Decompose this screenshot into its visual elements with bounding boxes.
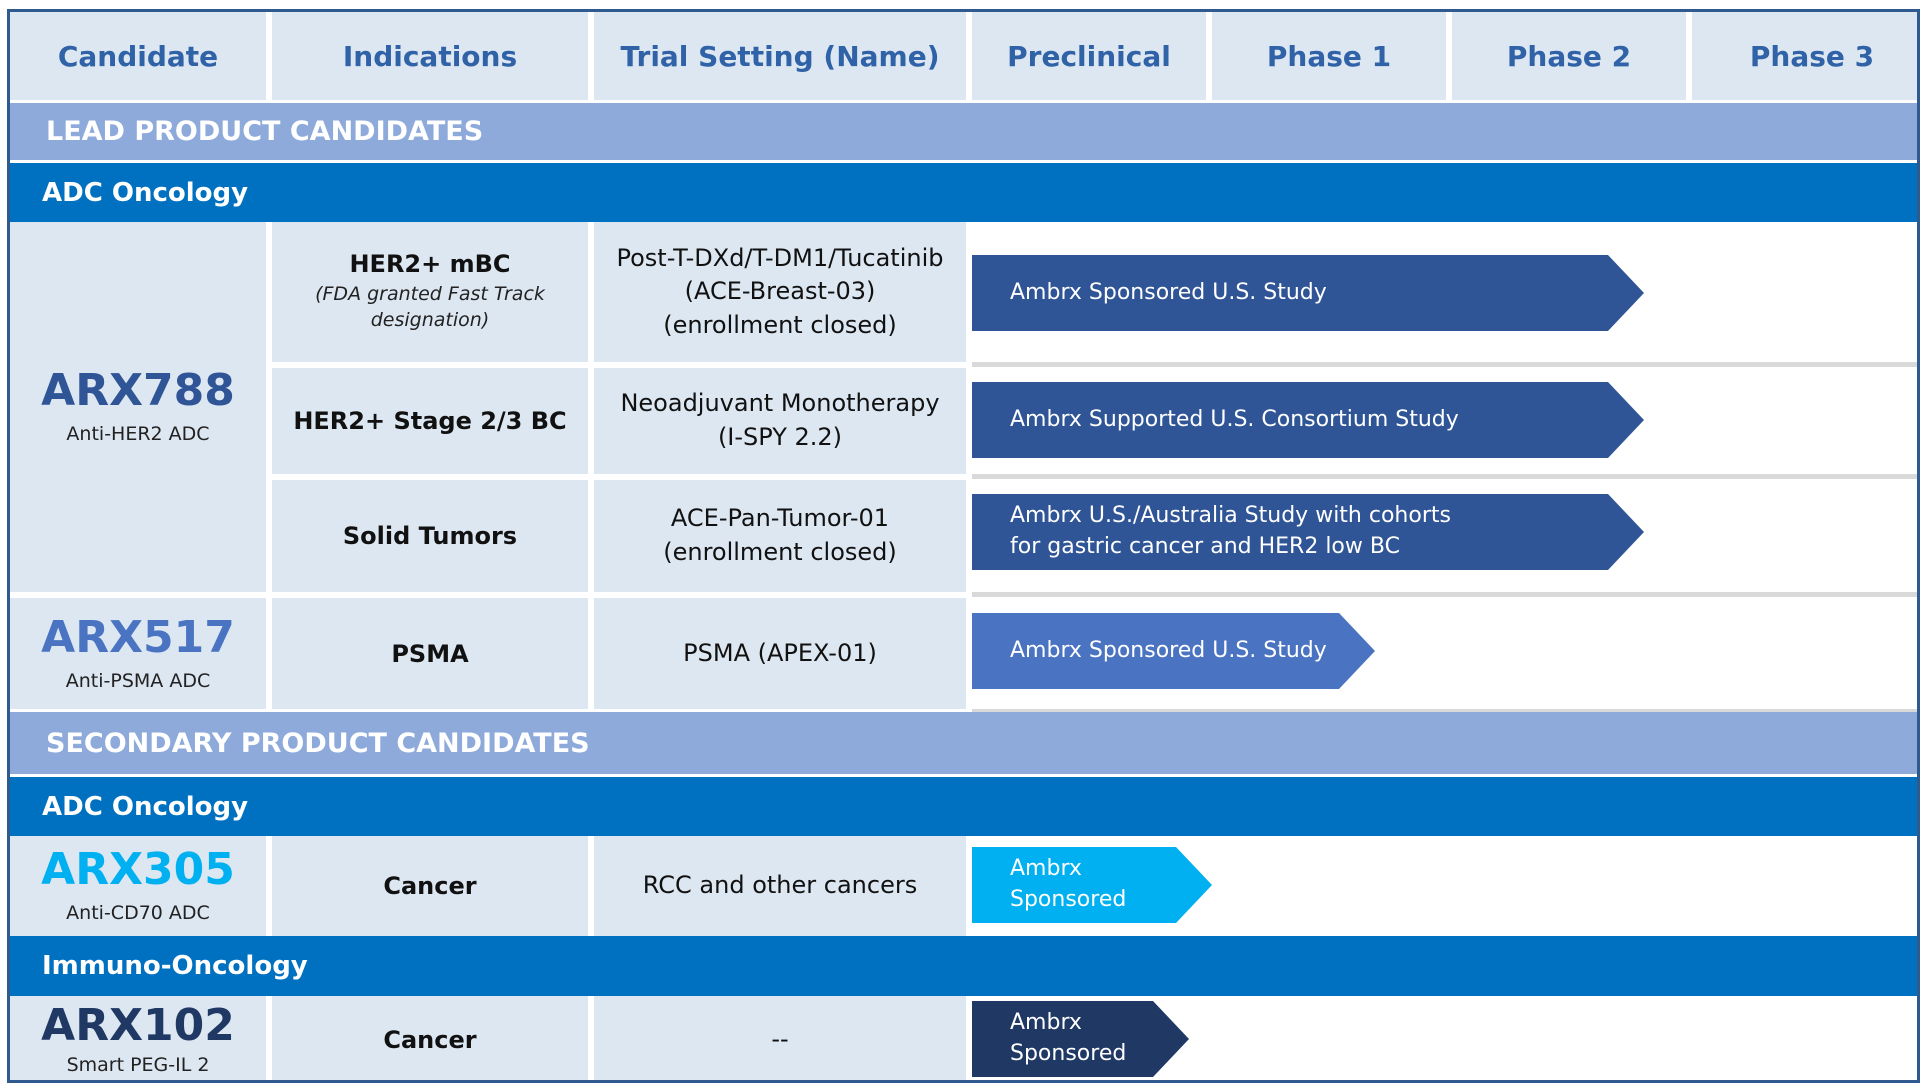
candidate-arx517-name: ARX517 (41, 611, 235, 663)
category-adc-oncology-1-label: ADC Oncology (42, 177, 249, 208)
indication-her2-mbc-note-1: (FDA granted Fast Track (315, 283, 545, 306)
candidate-arx517: ARX517 Anti-PSMA ADC (10, 598, 266, 709)
trial-arx102-line-1: -- (771, 1024, 789, 1053)
trial-her2-stage-line-1: Neoadjuvant Monotherapy (620, 389, 940, 418)
indication-her2-mbc-note-2: designation) (370, 309, 490, 331)
progress-bar-arx102: Ambrx Sponsored (972, 1001, 1189, 1077)
progress-bar-solid-tumors-label-1: Ambrx U.S./Australia Study with cohorts (1010, 503, 1451, 529)
progress-bar-arx102-label-1: Ambrx (1010, 1010, 1082, 1036)
progress-bar-solid-tumors-label-2: for gastric cancer and HER2 low BC (1010, 534, 1400, 559)
category-adc-oncology-2: ADC Oncology (10, 777, 1917, 836)
progress-bar-psma: Ambrx Sponsored U.S. Study (972, 613, 1375, 689)
indication-her2-stage-label: HER2+ Stage 2/3 BC (293, 407, 567, 435)
category-immuno-oncology-label: Immuno-Oncology (42, 951, 308, 981)
progress-bar-solid-tumors: Ambrx U.S./Australia Study with cohorts … (972, 494, 1644, 570)
header-trial-setting: Trial Setting (Name) (594, 12, 966, 100)
trial-her2-mbc-line-1: Post-T-DXd/T-DM1/Tucatinib (616, 243, 944, 272)
indication-arx102-cancer-label: Cancer (383, 1025, 477, 1054)
header-phase-3: Phase 3 (1692, 12, 1917, 100)
header-phase-2: Phase 2 (1452, 12, 1686, 100)
progress-bar-her2-mbc-label: Ambrx Sponsored U.S. Study (1010, 279, 1327, 305)
pipeline-table: Candidate Indications Trial Setting (Nam… (7, 9, 1920, 1083)
section-secondary-label: SECONDARY PRODUCT CANDIDATES (46, 727, 590, 759)
trial-solid-tumors-line-1: ACE-Pan-Tumor-01 (670, 504, 890, 533)
trial-her2-mbc: Post-T-DXd/T-DM1/Tucatinib (ACE-Breast-0… (594, 222, 966, 362)
progress-bar-arx102-label-2: Sponsored (1010, 1041, 1127, 1066)
trial-solid-tumors: ACE-Pan-Tumor-01 (enrollment closed) (594, 480, 966, 592)
category-immuno-oncology: Immuno-Oncology (10, 936, 1917, 996)
trial-her2-mbc-line-3: (enrollment closed) (663, 310, 897, 339)
candidate-arx305-name: ARX305 (41, 844, 235, 895)
indication-psma: PSMA (272, 598, 588, 709)
trial-psma-line-1: PSMA (APEX-01) (683, 638, 877, 667)
category-adc-oncology-1: ADC Oncology (10, 163, 1917, 222)
header-candidate: Candidate (10, 12, 266, 100)
progress-bar-arx305: Ambrx Sponsored (972, 847, 1212, 923)
progress-bar-her2-stage-label: Ambrx Supported U.S. Consortium Study (1010, 406, 1459, 432)
candidate-arx102-name: ARX102 (41, 999, 235, 1051)
progress-bar-her2-mbc: Ambrx Sponsored U.S. Study (972, 255, 1644, 331)
indication-her2-mbc: HER2+ mBC (FDA granted Fast Track design… (272, 222, 588, 362)
header-phase-1: Phase 1 (1212, 12, 1446, 100)
progress-bar-arx305-label-2: Sponsored (1010, 887, 1127, 912)
row-divider-4 (972, 709, 1917, 714)
section-lead-product-candidates: LEAD PRODUCT CANDIDATES (10, 103, 1917, 160)
candidate-arx788: ARX788 Anti-HER2 ADC (10, 222, 266, 592)
candidate-arx788-subtitle: Anti-HER2 ADC (66, 423, 210, 445)
candidate-arx305-subtitle: Anti-CD70 ADC (66, 902, 210, 924)
indication-her2-mbc-label: HER2+ mBC (349, 250, 511, 279)
trial-her2-stage-line-2: (I-SPY 2.2) (717, 423, 843, 451)
progress-bar-her2-stage: Ambrx Supported U.S. Consortium Study (972, 382, 1644, 458)
progress-bar-arx305-label-1: Ambrx (1010, 856, 1082, 882)
section-lead-label: LEAD PRODUCT CANDIDATES (46, 116, 484, 147)
candidate-arx788-name: ARX788 (41, 365, 235, 416)
progress-bar-psma-label: Ambrx Sponsored U.S. Study (1010, 637, 1327, 663)
trial-her2-stage: Neoadjuvant Monotherapy (I-SPY 2.2) (594, 368, 966, 474)
category-adc-oncology-2-label: ADC Oncology (42, 791, 249, 822)
indication-her2-stage: HER2+ Stage 2/3 BC (272, 368, 588, 474)
header-preclinical: Preclinical (972, 12, 1206, 100)
candidate-arx517-subtitle: Anti-PSMA ADC (65, 669, 211, 692)
row-divider-2 (972, 474, 1917, 479)
trial-her2-mbc-line-2: (ACE-Breast-03) (684, 277, 876, 306)
trial-arx102: -- (594, 996, 966, 1080)
candidate-arx102-subtitle: Smart PEG-IL 2 (66, 1053, 210, 1076)
candidate-arx305: ARX305 Anti-CD70 ADC (10, 836, 266, 936)
header-indications: Indications (272, 12, 588, 100)
indication-arx305-cancer-label: Cancer (383, 872, 477, 900)
trial-arx305: RCC and other cancers (594, 836, 966, 936)
trial-psma: PSMA (APEX-01) (594, 598, 966, 709)
trial-arx305-line-1: RCC and other cancers (642, 871, 918, 900)
indication-arx305-cancer: Cancer (272, 836, 588, 936)
row-divider-1 (972, 362, 1917, 367)
indication-psma-label: PSMA (391, 639, 469, 668)
trial-solid-tumors-line-2: (enrollment closed) (663, 538, 897, 566)
section-secondary-product-candidates: SECONDARY PRODUCT CANDIDATES (10, 712, 1917, 774)
indication-solid-tumors-label: Solid Tumors (342, 522, 518, 550)
row-divider-3 (972, 592, 1917, 597)
indication-solid-tumors: Solid Tumors (272, 480, 588, 592)
candidate-arx102: ARX102 Smart PEG-IL 2 (10, 996, 266, 1080)
indication-arx102-cancer: Cancer (272, 996, 588, 1080)
